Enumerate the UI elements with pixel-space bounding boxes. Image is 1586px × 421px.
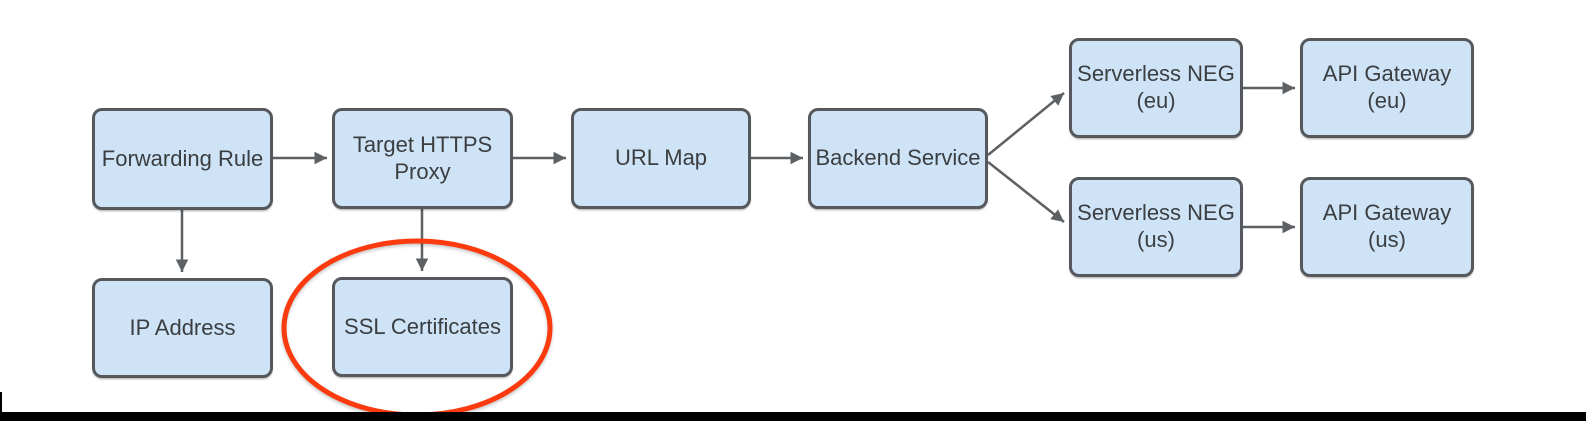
node-api-gateway-eu: API Gateway (eu): [1300, 38, 1474, 138]
arrow-backend-service-to-serverless-neg-eu: [987, 92, 1065, 156]
node-forwarding-rule-label: Forwarding Rule: [101, 145, 264, 171]
node-target-https-proxy: Target HTTPS Proxy: [332, 108, 513, 209]
node-serverless-neg-eu-label: Serverless NEG (eu): [1077, 61, 1235, 113]
node-serverless-neg-us: Serverless NEG (us): [1069, 177, 1243, 277]
left-edge-mark: [0, 392, 2, 421]
node-url-map: URL Map: [571, 108, 751, 209]
node-backend-service-label: Backend Service: [815, 145, 981, 171]
node-serverless-neg-us-label: Serverless NEG (us): [1077, 200, 1235, 252]
node-target-https-proxy-label: Target HTTPS Proxy: [352, 131, 493, 184]
node-api-gateway-us: API Gateway (us): [1300, 177, 1474, 277]
node-url-map-label: URL Map: [614, 145, 708, 171]
node-ip-address-label: IP Address: [129, 314, 236, 340]
arrow-backend-service-to-serverless-neg-us: [987, 161, 1065, 223]
node-api-gateway-eu-label: API Gateway (eu): [1322, 61, 1452, 113]
node-ssl-certificates-label: SSL Certificates: [344, 313, 501, 339]
node-api-gateway-us-label: API Gateway (us): [1322, 200, 1452, 252]
node-serverless-neg-eu: Serverless NEG (eu): [1069, 38, 1243, 138]
node-backend-service: Backend Service: [808, 108, 988, 209]
node-ssl-certificates: SSL Certificates: [332, 277, 513, 377]
node-forwarding-rule: Forwarding Rule: [92, 108, 273, 210]
bottom-black-bar: [0, 412, 1586, 421]
node-ip-address: IP Address: [92, 278, 273, 378]
